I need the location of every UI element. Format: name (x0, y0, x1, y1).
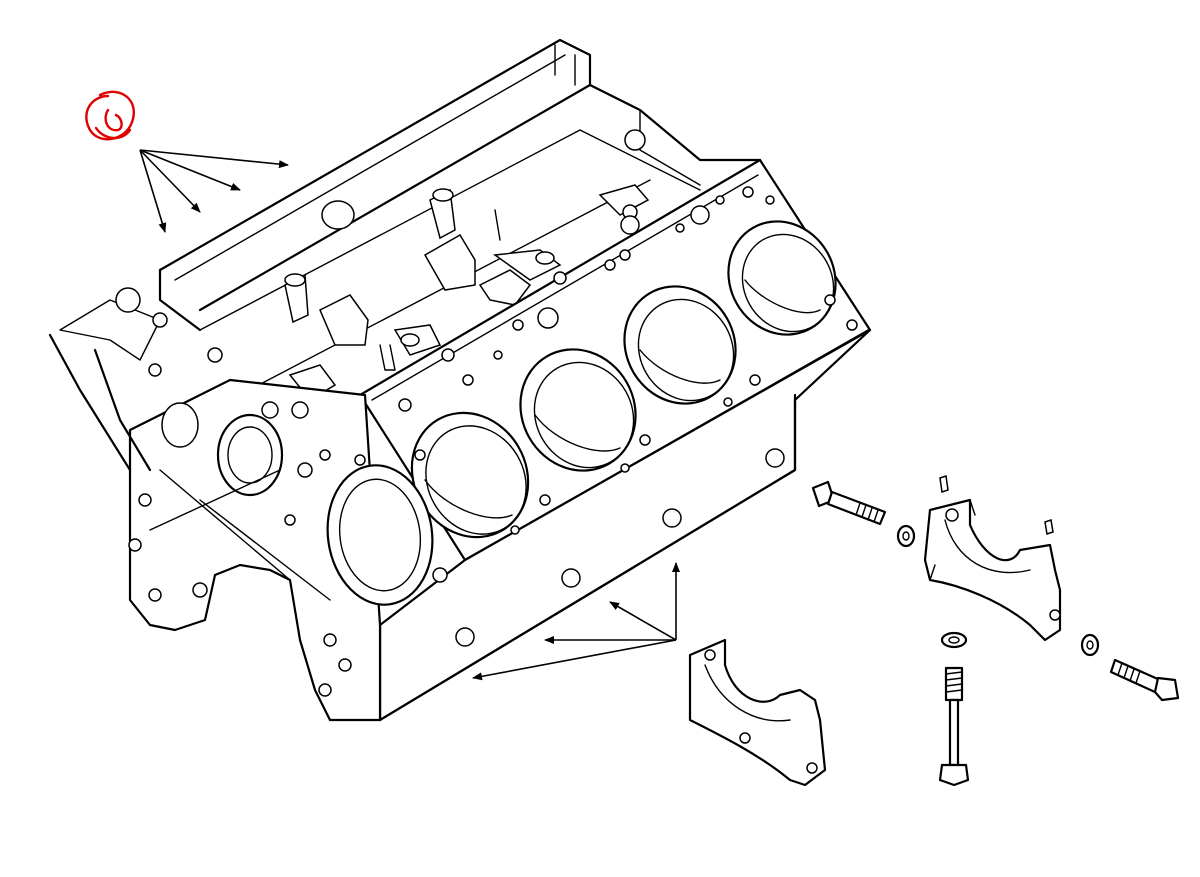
main-bearing-cap-bottom (688, 638, 827, 787)
deck-holes (398, 186, 858, 583)
main-bearing-cap-right (923, 475, 1062, 642)
bolt-right (1080, 633, 1180, 702)
o-ring-icon (85, 90, 135, 141)
stud-vertical (938, 631, 970, 787)
cylinder-bores (410, 220, 837, 539)
bolts-and-washers (811, 480, 1180, 787)
front-face-holes (115, 287, 366, 697)
callout-arrows-lower (472, 562, 680, 681)
engine-block (48, 38, 872, 722)
bolt-upper (811, 480, 916, 548)
callout-arrows-upper (139, 149, 289, 233)
